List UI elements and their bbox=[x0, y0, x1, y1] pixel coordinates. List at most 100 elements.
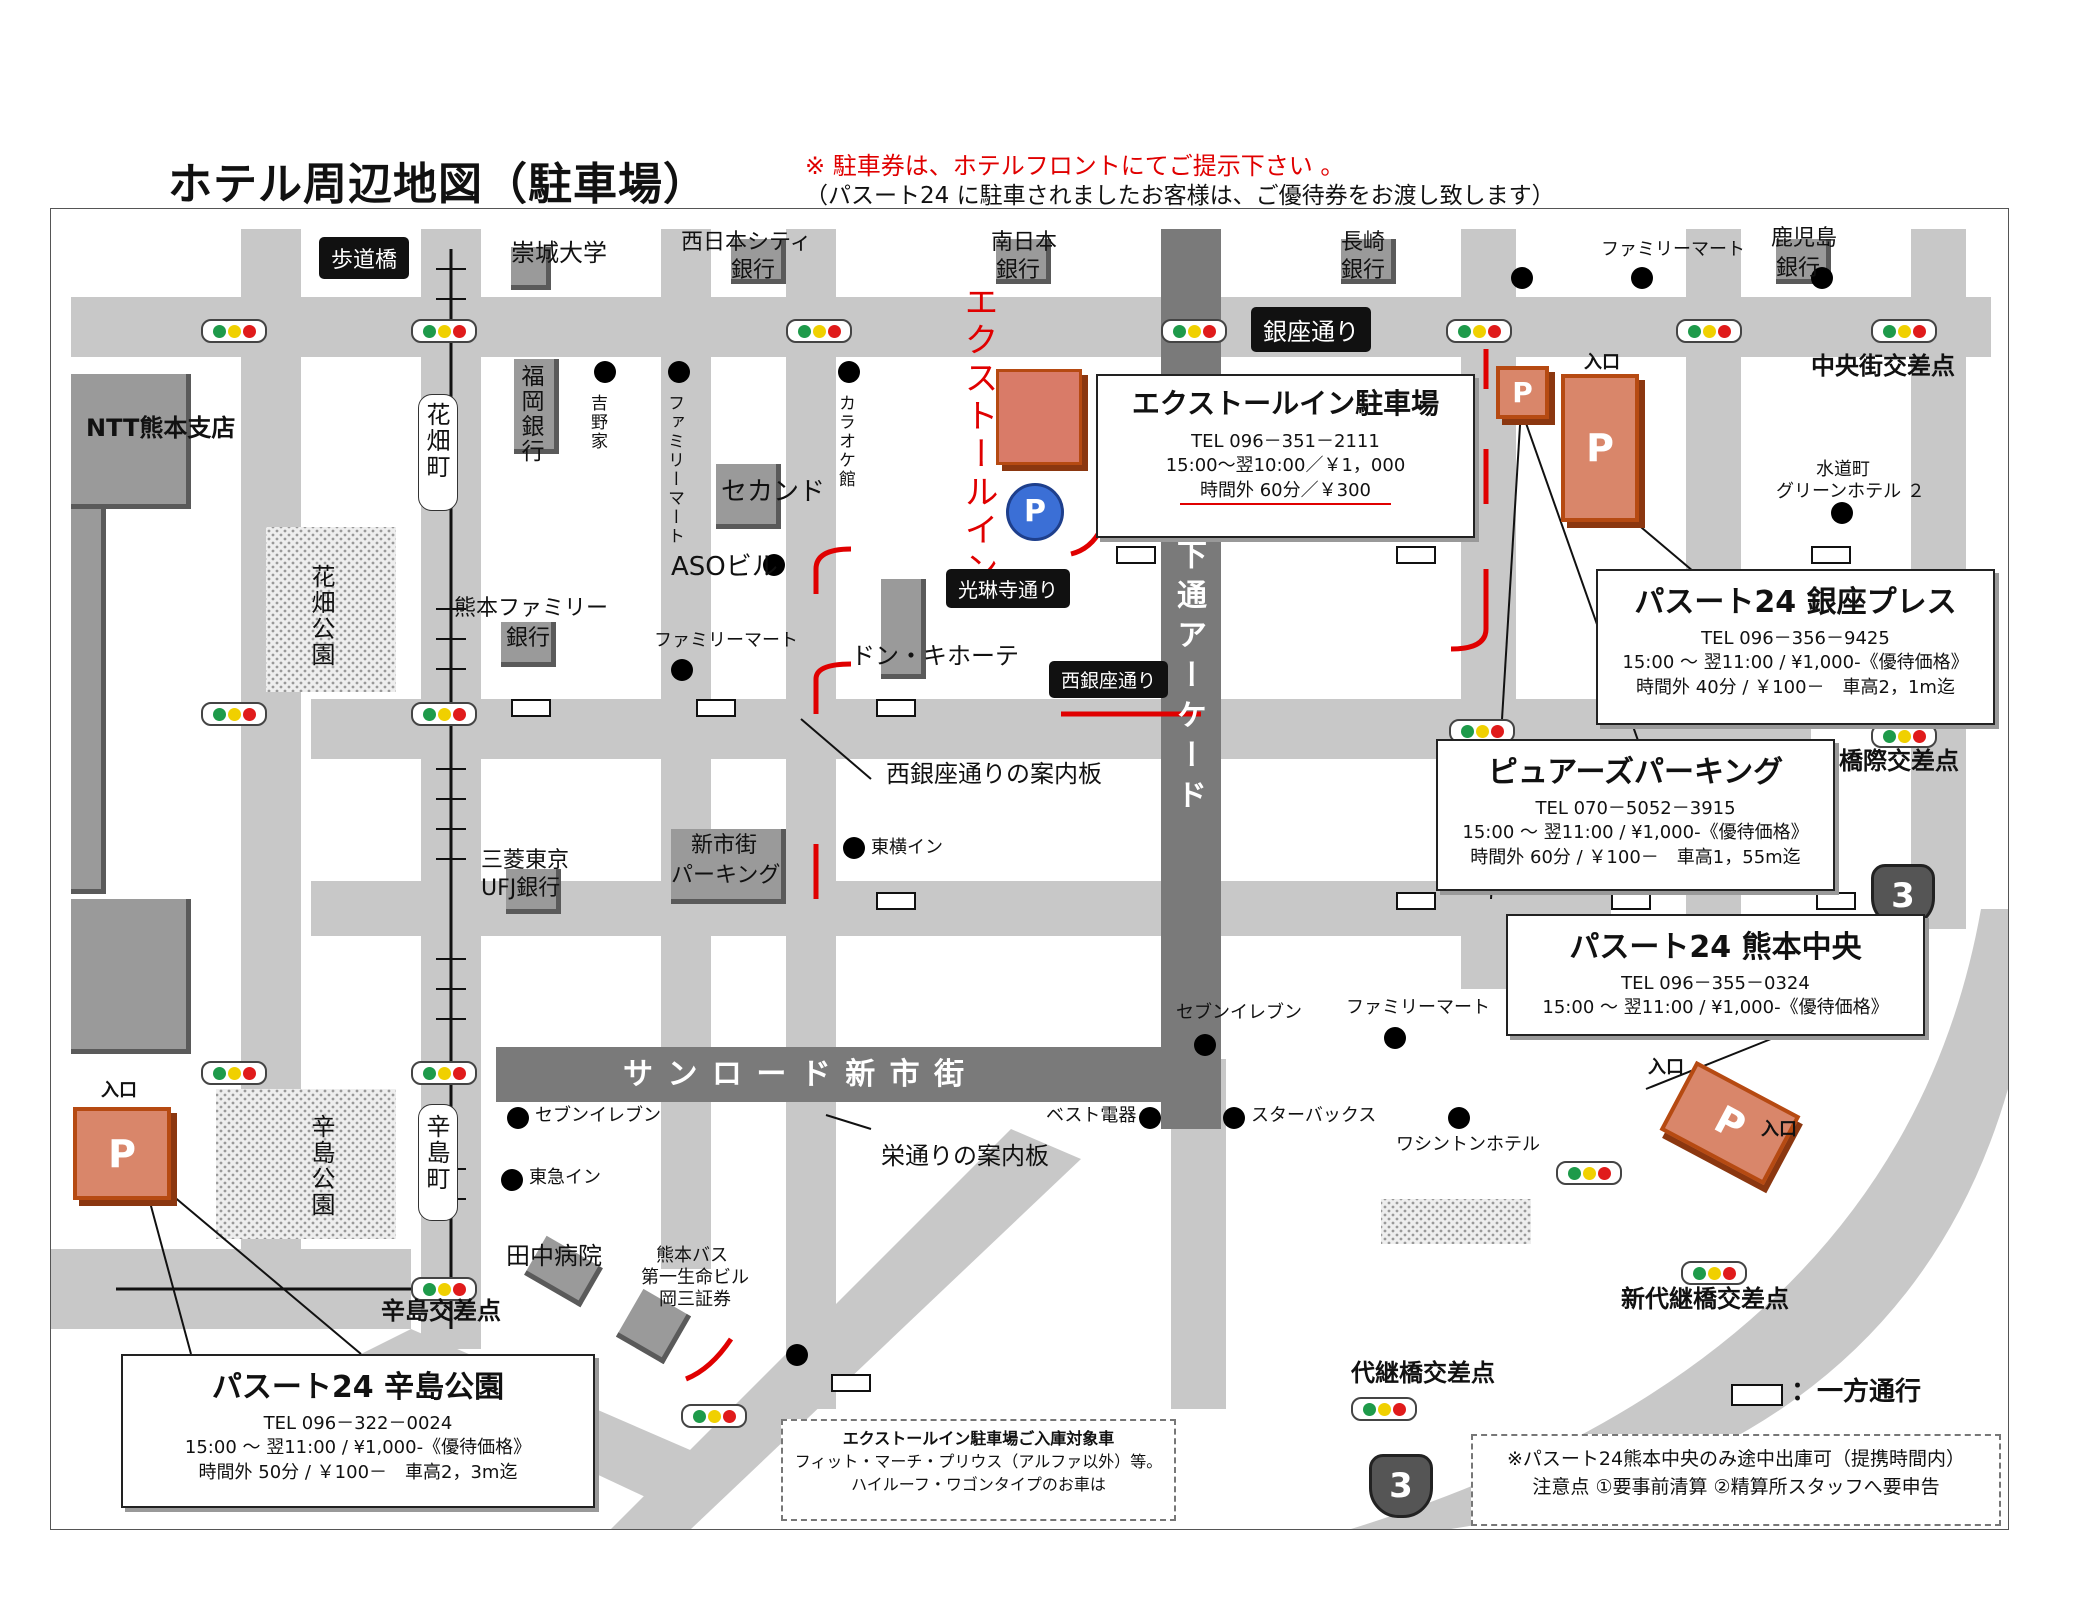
koryinji-dori-tag: 光琳寺通り bbox=[946, 569, 1070, 608]
traffic-light bbox=[411, 1061, 477, 1085]
hotel-parking-hours: 15:00～翌10:00／￥1，000 bbox=[1165, 455, 1406, 477]
kumamoto-family-bank-building bbox=[501, 622, 556, 667]
green-hotel-marker bbox=[1831, 502, 1853, 524]
nishinippon-city-label: 西日本シティ bbox=[681, 230, 812, 255]
daitsugi-intersection-label: 代継橋交差点 bbox=[1351, 1359, 1495, 1387]
donki-label: ドン・キホーテ bbox=[851, 642, 1019, 670]
traffic-light bbox=[411, 319, 477, 343]
eligible-vehicles-line3: ハイルーフ・ワゴンタイプのお車は bbox=[851, 1475, 1106, 1495]
hotel-vertical-name: エクストールイン bbox=[958, 284, 998, 588]
familymart-mid-label: ファミリーマート bbox=[654, 630, 798, 651]
pure-parking-tel: TEL 070－5052－3915 bbox=[1535, 798, 1736, 819]
hotel-building bbox=[996, 369, 1082, 465]
traffic-light bbox=[201, 319, 267, 343]
karashimacho-sign bbox=[418, 1104, 458, 1221]
coupon-note: （パスート24 に駐車されましたお客様は、ご優待券をお渡し致します） bbox=[805, 183, 1555, 209]
mitsubishi-label-1: 三菱東京 bbox=[481, 848, 570, 873]
hanabatacho-label: 花畑町 bbox=[422, 402, 450, 480]
ntt-label: NTT熊本支店 bbox=[86, 414, 236, 442]
traffic-light bbox=[1676, 319, 1742, 343]
pure-parking-marker: P bbox=[1496, 366, 1549, 419]
fukuoka-bank-label: 福岡銀行 bbox=[517, 364, 543, 464]
green-hotel-label: グリーンホテル ２ bbox=[1776, 481, 1925, 502]
parking-ticket-note: ※ 駐車券は、ホテルフロントにてご提示下さい 。 bbox=[805, 152, 1345, 180]
oneway-arrow bbox=[1611, 892, 1651, 910]
toyoko-label: 東横イン bbox=[871, 837, 943, 858]
traffic-light bbox=[201, 1061, 267, 1085]
tanaka-label: 田中病院 bbox=[506, 1242, 602, 1270]
hotel-parking-icon: P bbox=[1006, 483, 1064, 541]
shinshigai-parking-label-1: 新市街 bbox=[691, 833, 758, 858]
pure-parking-overtime: 時間外 60分 / ￥100－ 車高1，55m迄 bbox=[1470, 846, 1801, 868]
minaminippon-bank-building bbox=[996, 239, 1051, 284]
kumamoto-chuo-entrance-label-2: 入口 bbox=[1761, 1119, 1797, 1140]
hotel-parking-overtime: 時間外 60分／￥300 bbox=[1180, 479, 1391, 505]
aso-marker bbox=[763, 554, 785, 576]
ginza-press-tel: TEL 096－356－9425 bbox=[1701, 628, 1890, 649]
familymart-vertical-label: ファミリーマート bbox=[664, 394, 684, 546]
kumamoto-family-bank-label: 銀行 bbox=[506, 626, 551, 651]
karashima-entrance-label: 入口 bbox=[101, 1080, 137, 1101]
oneway-arrow bbox=[831, 1374, 871, 1392]
ginza-press-overtime: 時間外 40分 / ￥100－ 車高2，1m迄 bbox=[1636, 676, 1955, 698]
kumamoto-bus-label-1: 熊本バス bbox=[656, 1245, 728, 1266]
best-label: ベスト電器 bbox=[1046, 1105, 1137, 1126]
hatch-area-east bbox=[1381, 1199, 1531, 1244]
kumamoto-chuo-tel: TEL 096－355－0324 bbox=[1621, 973, 1810, 994]
ginza-press-title: パスート24 銀座プレス bbox=[1634, 585, 1957, 620]
seven-label: セブンイレブン bbox=[1176, 1002, 1302, 1023]
minaminippon-bank-label: 銀行 bbox=[996, 258, 1041, 283]
best-marker bbox=[1139, 1107, 1161, 1129]
nishiginza-board-label: 西銀座通りの案内板 bbox=[886, 760, 1102, 788]
shindaitsugi-intersection-label: 新代継橋交差点 bbox=[1621, 1285, 1789, 1313]
route-arrows bbox=[685, 349, 1489, 1382]
oneway-legend-icon bbox=[1731, 1384, 1783, 1406]
oneway-legend-label: ：一方通行 bbox=[1791, 1377, 1922, 1407]
kumamoto-bus-label-3: 岡三証券 bbox=[659, 1289, 731, 1310]
tokyu-label: 東急イン bbox=[529, 1167, 601, 1188]
shinshigai-parking-label-2: パーキング bbox=[671, 863, 781, 888]
kagoshima-marker bbox=[1811, 267, 1833, 289]
second-label: セカンド bbox=[721, 477, 826, 507]
sojo-label: 崇城大学 bbox=[511, 239, 607, 267]
oneway-arrow bbox=[876, 892, 916, 910]
pure-parking-title: ピュアーズパーキング bbox=[1487, 755, 1784, 790]
washington-marker bbox=[1448, 1107, 1470, 1129]
starbucks-marker bbox=[1223, 1107, 1245, 1129]
fukuoka-bank-building bbox=[514, 359, 559, 454]
shimotori-arcade-label: 下通アーケード bbox=[1171, 539, 1206, 819]
hanabata-park-label: 花畑公園 bbox=[307, 564, 335, 668]
toyoko-marker bbox=[843, 837, 865, 859]
kumamoto-family-label: 熊本ファミリー bbox=[454, 596, 609, 621]
oneway-arrow bbox=[1816, 892, 1856, 910]
building-west-strip bbox=[71, 509, 106, 894]
kagoshima-bank-label: 銀行 bbox=[1776, 256, 1821, 281]
traffic-light bbox=[1556, 1161, 1622, 1185]
yoshinoya-marker bbox=[594, 361, 616, 383]
familymart-north2-marker bbox=[1631, 267, 1653, 289]
kumamoto-chuo-info: パスート24 熊本中央 TEL 096－355－0324 15:00 ～ 翌11… bbox=[1506, 914, 1925, 1036]
starbucks-label: スターバックス bbox=[1251, 1105, 1377, 1126]
donki-building bbox=[881, 579, 926, 679]
building-southwest bbox=[71, 899, 191, 1054]
traffic-light bbox=[1161, 319, 1227, 343]
nishinippon-bank-label: 銀行 bbox=[731, 258, 776, 283]
minaminippon-label: 南日本 bbox=[991, 230, 1058, 255]
oneway-arrow bbox=[1811, 546, 1851, 564]
traffic-light bbox=[681, 1404, 747, 1428]
sojo-building bbox=[511, 247, 551, 290]
karashima-hours: 15:00 ～ 翌11:00 / ¥1,000-《優待価格》 bbox=[184, 1437, 532, 1459]
shinshigai-parking-building bbox=[671, 829, 786, 904]
hanabatacho-sign bbox=[418, 394, 458, 511]
oneway-arrow bbox=[1396, 546, 1436, 564]
eligible-vehicles-line2: フィット・マーチ・プリウス（アルファ以外）等。 bbox=[794, 1452, 1163, 1472]
mitsubishi-label-2: UFJ銀行 bbox=[481, 876, 561, 901]
road-mid-2 bbox=[786, 229, 836, 1409]
karashima-intersection-label: 辛島交差点 bbox=[381, 1297, 501, 1325]
second-building bbox=[716, 464, 781, 529]
washington-label: ワシントンホテル bbox=[1396, 1134, 1540, 1155]
kumamoto-chuo-entrance-label-1: 入口 bbox=[1648, 1057, 1684, 1078]
suidocho-label: 水道町 bbox=[1816, 459, 1870, 480]
area-map: P P P P P 3 3 歩道橋 崇 bbox=[50, 208, 2009, 1530]
hotel-parking-title: エクストールイン駐車場 bbox=[1131, 387, 1440, 420]
